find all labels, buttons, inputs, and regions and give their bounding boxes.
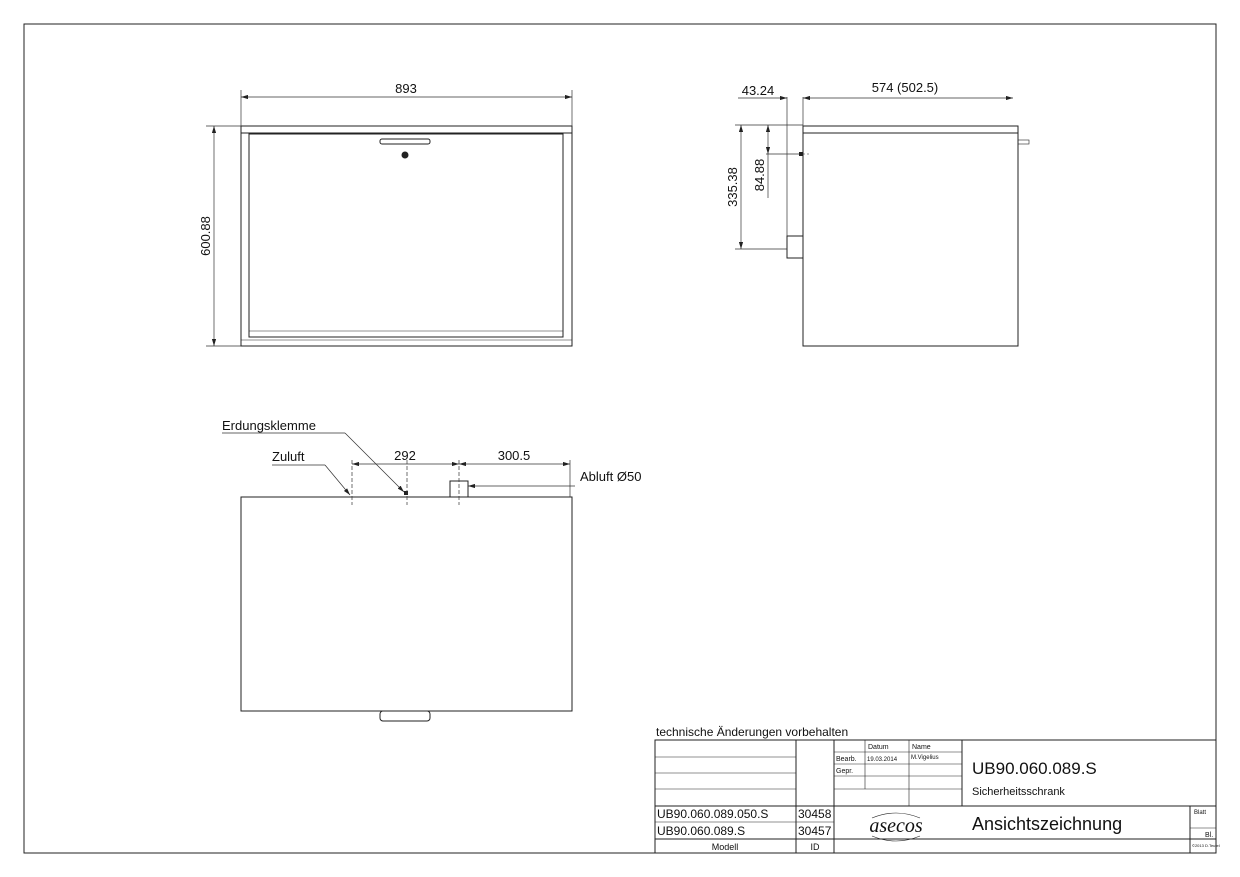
dim-width: 893 xyxy=(395,81,417,96)
title-block: technische Änderungen vorbehalten Datum … xyxy=(654,725,1220,854)
side-view: 43.24 574 (502.5) 335.38 84.88 xyxy=(725,80,1030,347)
product-name: Sicherheitsschrank xyxy=(972,786,1065,798)
label-erdungsklemme: Erdungsklemme xyxy=(222,418,316,433)
handle-icon xyxy=(379,138,431,145)
dim-300: 300.5 xyxy=(498,448,531,463)
sheet-label: Blatt xyxy=(1194,810,1206,816)
col-id: ID xyxy=(811,842,821,852)
sheet-value: Bl. xyxy=(1205,832,1213,839)
asecos-logo: asecos xyxy=(869,815,923,837)
model-row-2: UB90.060.089.S xyxy=(657,824,745,838)
copyright: ©2013 D.Teufel xyxy=(1192,843,1220,848)
header-date: Datum xyxy=(868,744,889,751)
row-checked: Gepr. xyxy=(836,768,853,775)
dim-offset: 43.24 xyxy=(742,83,775,98)
label-abluft: Abluft Ø50 xyxy=(580,469,641,484)
dim-292: 292 xyxy=(394,448,416,463)
col-model: Modell xyxy=(712,842,739,852)
model-row-1: UB90.060.089.050.S xyxy=(657,807,768,821)
dim-height-335: 335.38 xyxy=(725,167,740,207)
note-changes: technische Änderungen vorbehalten xyxy=(656,725,848,739)
sheet-border xyxy=(23,23,1217,854)
drawing-type: Ansichtszeichnung xyxy=(972,814,1122,834)
dim-height-84: 84.88 xyxy=(752,159,767,192)
row-edited: Bearb. xyxy=(836,756,857,763)
top-view: Erdungsklemme Zuluft Abluft Ø50 292 300.… xyxy=(222,418,641,722)
label-zuluft: Zuluft xyxy=(272,449,305,464)
front-view: 893 600.88 xyxy=(198,81,573,347)
header-name: Name xyxy=(912,744,931,751)
edited-name: M.Vigelius xyxy=(911,755,939,761)
id-row-2: 30457 xyxy=(798,824,832,838)
dim-height: 600.88 xyxy=(198,216,213,256)
drawing-number: UB90.060.089.S xyxy=(972,759,1097,778)
id-row-1: 30458 xyxy=(798,807,832,821)
dim-depth: 574 (502.5) xyxy=(872,80,939,95)
edited-date: 19.03.2014 xyxy=(867,757,898,763)
lock-icon xyxy=(401,151,409,159)
